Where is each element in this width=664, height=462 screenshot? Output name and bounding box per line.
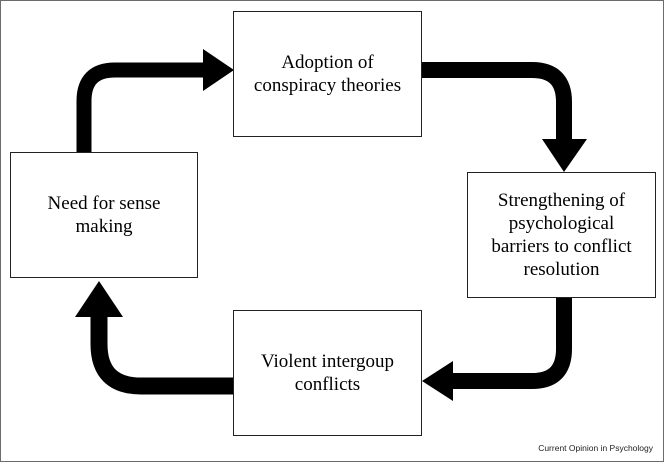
node-adoption-of-conspiracy-theories: Adoption of conspiracy theories — [233, 11, 422, 137]
arrow-adopt-to-strength — [422, 62, 587, 172]
source-credit: Current Opinion in Psychology — [538, 443, 653, 453]
node-label: Need for sense making — [47, 193, 161, 237]
node-need-for-sense-making: Need for sense making — [10, 152, 198, 278]
node-label: Violent intergoup conflicts — [260, 351, 395, 395]
arrow-strength-to-violent — [422, 298, 572, 401]
node-strengthening-barriers: Strengthening of psychological barriers … — [467, 172, 656, 298]
node-label: Adoption of conspiracy theories — [253, 52, 402, 96]
arrow-violent-to-need — [75, 281, 233, 395]
node-label: Strengthening of psychological barriers … — [491, 190, 632, 280]
arrow-need-to-adopt — [76, 49, 234, 152]
node-violent-intergroup-conflicts: Violent intergoup conflicts — [233, 310, 422, 436]
